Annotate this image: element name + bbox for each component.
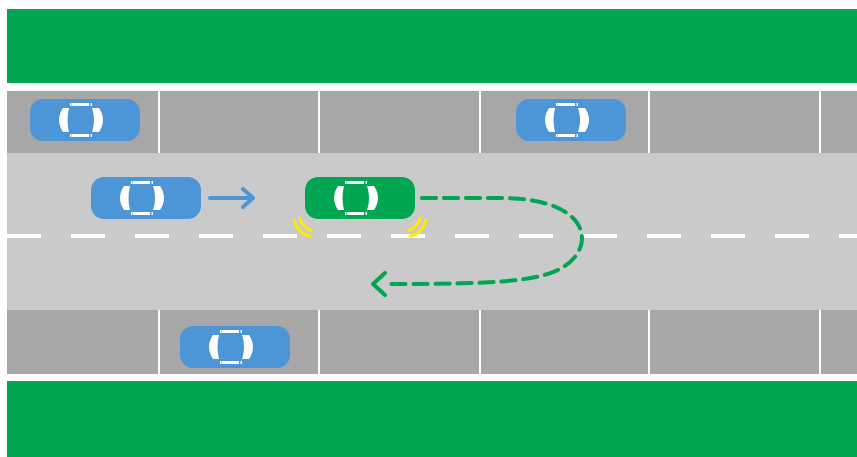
- bottom-parking-row: [7, 310, 857, 374]
- parked-car-icon: [30, 99, 140, 141]
- approaching-car-icon: [91, 177, 201, 219]
- parked-car-icon: [180, 326, 290, 368]
- road: [7, 153, 857, 310]
- parked-car-icon: [516, 99, 626, 141]
- bottom-verge: [7, 381, 857, 457]
- top-verge: [7, 9, 857, 83]
- subject-car-icon: [305, 177, 415, 219]
